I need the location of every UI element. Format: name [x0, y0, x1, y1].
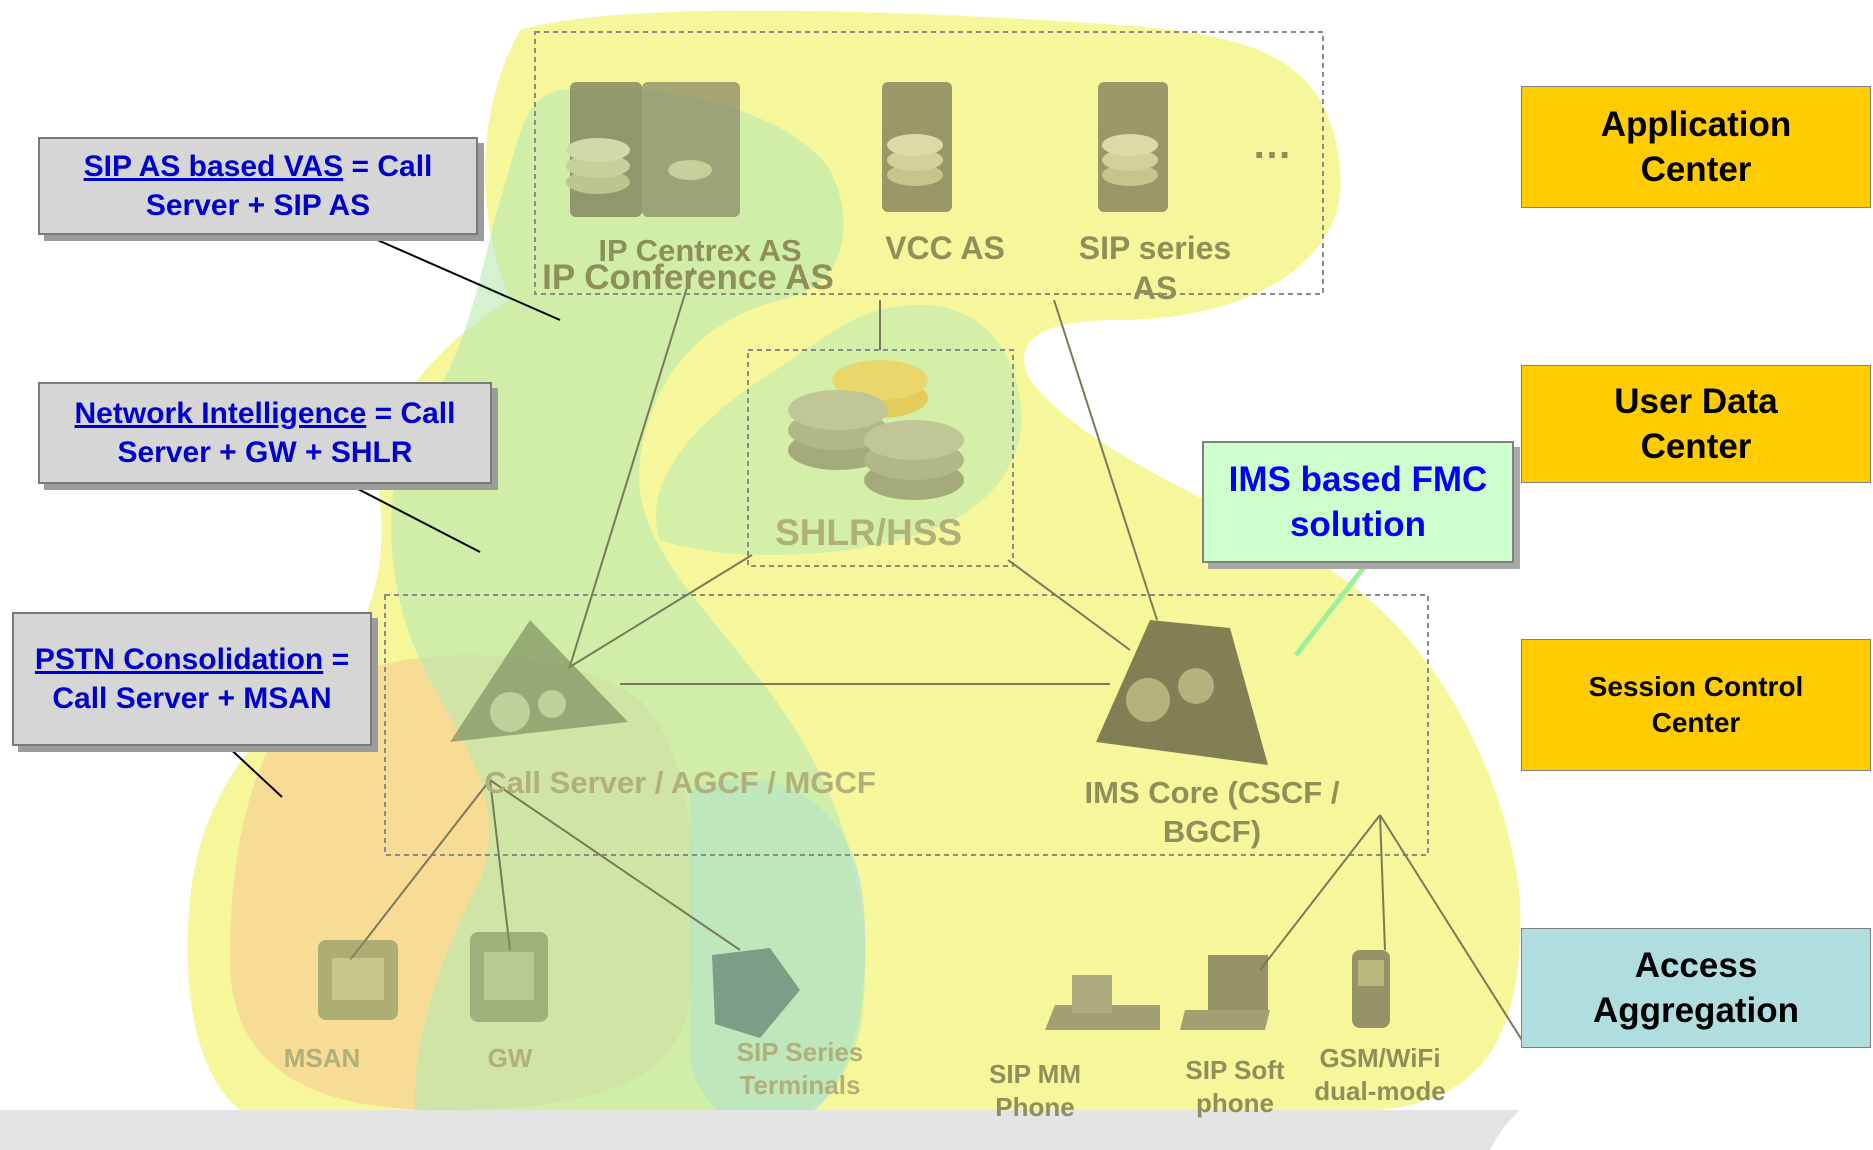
sip-terminal-icon [712, 948, 800, 1038]
sip-as-vas-formula: = Call Server + SIP AS [145, 150, 433, 222]
msan-label: MSAN [283, 1043, 361, 1073]
data-layer-box [747, 349, 1014, 567]
connectors [349, 267, 1526, 1046]
sip-series-as-label: SIP series AS [1078, 230, 1232, 306]
call-server-gear-icon [450, 620, 628, 742]
callserver-to-terminals-line [489, 779, 741, 951]
pstn-consolidation-callout: PSTN Consolidation = Call Server + MSAN [12, 612, 372, 746]
call-server-label: Call Server / AGCF / MGCF [484, 765, 876, 800]
more-as-ellipsis: … [1252, 123, 1292, 167]
ims-to-gsm-line [1379, 814, 1386, 951]
shlr-database-icon [788, 360, 964, 500]
pstn-consolidation-formula: = Call Server + MSAN [52, 643, 350, 715]
sip-mm-phone-label: SIP MM Phone [989, 1059, 1081, 1122]
ip-centrex-as-label: IP Centrex AS [598, 233, 802, 268]
vcc-as-label: VCC AS [885, 230, 1005, 266]
ims-core-label: IMS Core (CSCF / BGCF) [1084, 775, 1340, 849]
sip-series-terminals-label: SIP Series Terminals [736, 1037, 864, 1100]
session-control-center-box: Session Control Center [1521, 639, 1871, 771]
vcc-server-icon [882, 82, 952, 212]
application-layer-box [534, 31, 1324, 295]
ip-conference-as-label: IP Conference AS [542, 258, 834, 297]
sip-series-server-icon [1098, 82, 1168, 212]
ims-core-gear-icon [1096, 620, 1268, 765]
footer-curve [1490, 1110, 1873, 1150]
sip-as-vas-link[interactable]: SIP AS based VAS [83, 150, 344, 183]
callserver-to-gw-line [489, 779, 511, 951]
application-center-label: Application Center [1600, 104, 1792, 190]
network-intelligence-formula: = Call Server + GW + SHLR [117, 397, 456, 469]
pstn-consolidation-link[interactable]: PSTN Consolidation [34, 643, 324, 676]
shlr-to-ims-line [1007, 559, 1131, 651]
sip-mm-phone-icon [1045, 975, 1160, 1030]
ims-fmc-callout: IMS based FMC solution [1202, 441, 1514, 563]
sip-soft-phone-icon [1180, 955, 1270, 1030]
session-control-center-label: Session Control Center [1588, 670, 1804, 738]
gsm-wifi-dual-mode-label: GSM/WiFi dual-mode [1314, 1043, 1446, 1106]
sip-as-callout-leader [349, 227, 561, 321]
application-center-box: Application Center [1521, 86, 1871, 208]
ims-to-soft-line [1259, 814, 1381, 971]
network-intelligence-link[interactable]: Network Intelligence [74, 397, 367, 430]
access-aggregation-box: Access Aggregation [1521, 928, 1871, 1048]
sipas-to-ims-line [1053, 299, 1158, 621]
user-data-center-label: User Data Center [1614, 381, 1778, 467]
as-to-callserver-line [569, 267, 694, 667]
gsm-wifi-phone-icon [1352, 950, 1390, 1028]
access-aggregation-label: Access Aggregation [1592, 945, 1800, 1031]
gw-device-icon [470, 932, 548, 1022]
sip-soft-phone-label: SIP Soft phone [1185, 1055, 1285, 1118]
shlr-to-callserver-line [567, 554, 753, 669]
network-intel-callout-leader [324, 471, 481, 553]
ims-to-aggregation-line [1379, 814, 1526, 1046]
ip-centrex-server-icon [566, 82, 740, 217]
sip-as-vas-callout: SIP AS based VAS = Call Server + SIP AS [38, 137, 478, 235]
callserver-to-msan-line [349, 779, 491, 961]
user-data-center-box: User Data Center [1521, 365, 1871, 483]
ims-callout-leader [1294, 560, 1370, 657]
shlr-hss-label: SHLR/HSS [775, 512, 963, 553]
gw-label: GW [487, 1043, 533, 1073]
control-layer-box [384, 594, 1429, 856]
msan-device-icon [318, 940, 398, 1020]
green-region-left [391, 88, 866, 1150]
ims-fmc-label: IMS based FMC solution [1228, 459, 1488, 545]
network-intelligence-callout: Network Intelligence = Call Server + GW … [38, 382, 492, 484]
